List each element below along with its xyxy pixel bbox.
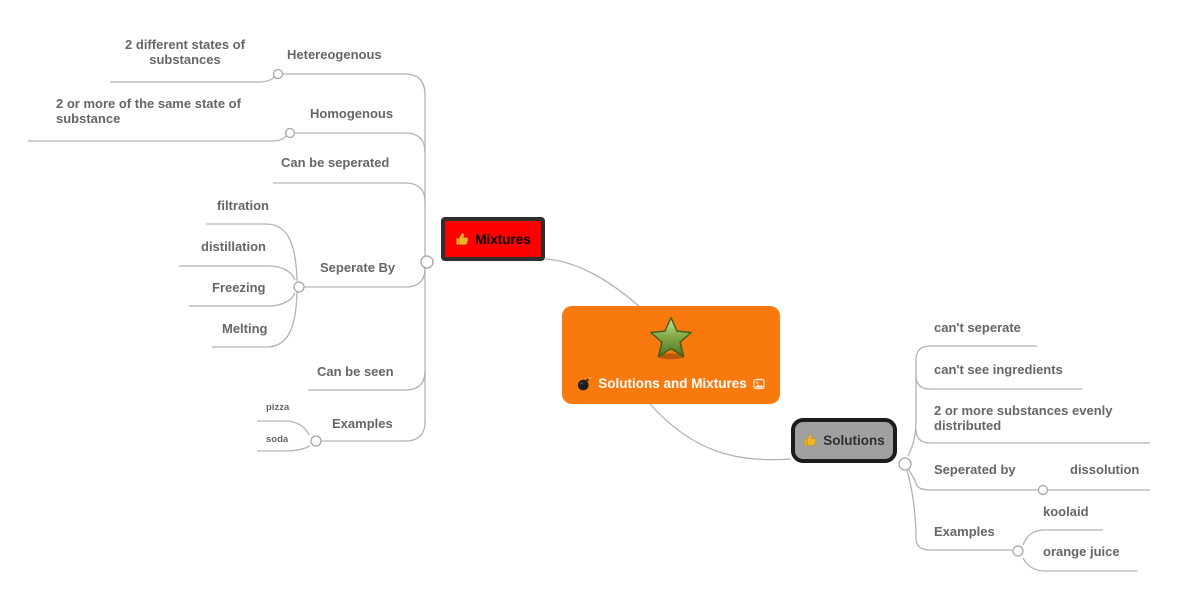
child-label-melting[interactable]: Melting <box>222 321 268 336</box>
thumbs-up-icon <box>455 232 470 247</box>
central-node-solutions-and-mixtures[interactable]: Solutions and Mixtures <box>562 306 780 404</box>
branch-label-examples-mixtures[interactable]: Examples <box>332 416 393 431</box>
edge-central-mixtures <box>544 258 642 309</box>
branch-label-examples-solutions[interactable]: Examples <box>934 524 995 539</box>
central-node-label: Solutions and Mixtures <box>598 376 747 391</box>
solutions-spine <box>907 345 1037 457</box>
bomb-icon <box>577 376 592 391</box>
child-label-dissolution[interactable]: dissolution <box>1070 462 1140 477</box>
branch-handle <box>310 435 322 447</box>
branch-label-can-be-seen[interactable]: Can be seen <box>317 364 394 379</box>
child-label-filtration[interactable]: filtration <box>217 198 269 213</box>
child-label-distillation[interactable]: distillation <box>201 239 266 254</box>
child-label-pizza[interactable]: pizza <box>266 402 290 413</box>
branch-label-cant-seperate[interactable]: can't seperate <box>934 320 1021 335</box>
branch-handle <box>272 68 284 80</box>
branch-label-seperated-by[interactable]: Seperated by <box>934 462 1016 477</box>
thumbs-up-icon <box>803 433 818 448</box>
child-label-koolaid[interactable]: koolaid <box>1043 504 1089 519</box>
branch-label-heterogenous[interactable]: Hetereogenous <box>287 47 382 62</box>
mixtures-node-label: Mixtures <box>475 231 531 247</box>
branch-handle <box>1037 484 1049 496</box>
edge-central-solutions <box>649 403 792 461</box>
branch-label-cant-see-ingredients[interactable]: can't see ingredients <box>934 362 1063 377</box>
child-label-2-different-states[interactable]: 2 different states of substances <box>125 37 245 67</box>
branch-label-seperate-by[interactable]: Seperate By <box>320 260 396 275</box>
star-icon <box>649 315 693 361</box>
mixtures-hub-handle <box>420 255 434 269</box>
child-label-freezing[interactable]: Freezing <box>212 280 266 295</box>
branch-label-homogenous[interactable]: Homogenous <box>310 106 394 121</box>
branch-handle <box>293 281 305 293</box>
solutions-node-label: Solutions <box>823 433 885 448</box>
solutions-node[interactable]: Solutions <box>791 418 897 463</box>
branch-handle <box>284 127 296 139</box>
solutions-hub-handle <box>898 457 912 471</box>
branch-label-can-be-seperated[interactable]: Can be seperated <box>281 155 390 170</box>
child-label-orange-juice[interactable]: orange juice <box>1043 544 1120 559</box>
mixtures-node[interactable]: Mixtures <box>441 217 545 261</box>
child-label-soda[interactable]: soda <box>266 434 289 445</box>
child-label-2-or-more-same-state[interactable]: 2 or more of the same state of substance <box>56 96 241 126</box>
image-icon[interactable] <box>753 378 765 390</box>
branch-label-evenly-distributed[interactable]: 2 or more substances evenly distributed <box>934 403 1113 433</box>
branch-handle <box>1012 545 1024 557</box>
